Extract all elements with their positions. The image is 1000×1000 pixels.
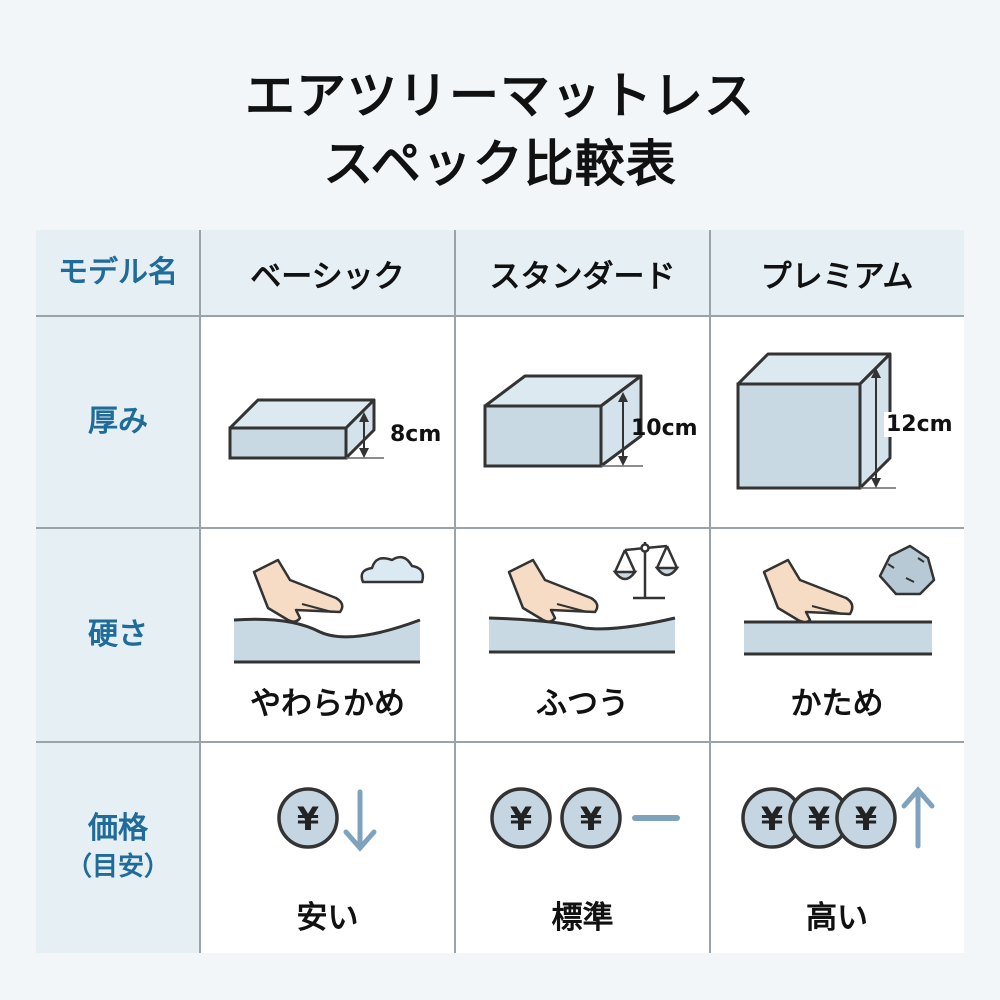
row-label-price: 価格 （目安） bbox=[36, 742, 200, 953]
balance-scale-icon bbox=[612, 542, 680, 600]
grid-divider bbox=[199, 230, 201, 953]
grid-divider bbox=[36, 741, 964, 743]
grid-divider bbox=[709, 230, 711, 953]
hand-icon bbox=[507, 558, 599, 623]
price-cell-premium: ¥ ¥ ¥ 高い bbox=[710, 742, 964, 953]
firmness-cell-standard: ふつう bbox=[455, 528, 710, 742]
svg-text:¥: ¥ bbox=[580, 800, 602, 838]
price-value: 安い bbox=[296, 900, 359, 936]
normal-mattress-illustration bbox=[488, 542, 680, 654]
row-label-thickness: 厚み bbox=[36, 316, 200, 528]
hand-icon bbox=[762, 558, 854, 624]
mattress-block-icon bbox=[228, 398, 384, 460]
soft-mattress-illustration bbox=[233, 555, 425, 664]
rock-icon bbox=[878, 544, 936, 596]
thickness-value: 10cm bbox=[631, 416, 698, 441]
cloud-icon bbox=[360, 555, 425, 584]
page-title: エアツリーマットレス スペック比較表 bbox=[0, 62, 1000, 198]
column-header-label: ベーシック bbox=[250, 258, 405, 295]
thickness-value: 8cm bbox=[390, 422, 442, 447]
yen-coin-icon: ¥ bbox=[277, 787, 339, 849]
row-label-text: 価格 （目安） bbox=[65, 810, 170, 882]
title-line-1: エアツリーマットレス bbox=[245, 67, 755, 125]
svg-text:¥: ¥ bbox=[855, 800, 877, 838]
firm-mattress-illustration bbox=[744, 544, 936, 656]
thickness-value: 12cm bbox=[884, 412, 955, 437]
thickness-cell-premium: 12cm bbox=[710, 316, 964, 528]
model-name-label: モデル名 bbox=[58, 255, 178, 290]
row-label-firmness: 硬さ bbox=[36, 528, 200, 742]
arrow-down-icon bbox=[343, 789, 377, 852]
column-header-standard: スタンダード bbox=[455, 230, 710, 316]
corner-header: モデル名 bbox=[36, 230, 200, 316]
grid-divider bbox=[454, 230, 456, 953]
price-cell-standard: ¥ ¥ 標準 bbox=[455, 742, 710, 953]
column-header-basic: ベーシック bbox=[200, 230, 455, 316]
grid-divider bbox=[36, 315, 964, 317]
svg-text:¥: ¥ bbox=[297, 800, 319, 838]
svg-text:¥: ¥ bbox=[510, 800, 532, 838]
yen-coin-icon: ¥ bbox=[490, 787, 552, 849]
firmness-value: ふつう bbox=[536, 686, 629, 722]
mattress-block-icon bbox=[483, 374, 643, 468]
thickness-cell-basic: 8cm bbox=[200, 316, 455, 528]
price-value: 標準 bbox=[551, 900, 614, 936]
thickness-cell-standard: 10cm bbox=[455, 316, 710, 528]
column-header-label: スタンダード bbox=[489, 258, 676, 295]
row-label-text: 硬さ bbox=[88, 617, 148, 652]
arrow-up-icon bbox=[901, 786, 935, 849]
firmness-value: やわらかめ bbox=[250, 686, 405, 722]
svg-text:¥: ¥ bbox=[761, 800, 783, 838]
price-cell-basic: ¥ 安い bbox=[200, 742, 455, 953]
grid-divider bbox=[36, 527, 964, 529]
title-line-2: スペック比較表 bbox=[323, 135, 677, 193]
yen-coin-icon: ¥ bbox=[835, 787, 897, 849]
yen-coin-icon: ¥ bbox=[560, 787, 622, 849]
row-label-text: 厚み bbox=[88, 404, 148, 439]
yen-coin-icon: ¥ bbox=[741, 787, 803, 849]
mattress-block-icon bbox=[736, 352, 896, 490]
column-header-premium: プレミアム bbox=[710, 230, 964, 316]
firmness-value: かため bbox=[790, 686, 884, 722]
spec-comparison-table: モデル名 ベーシック スタンダード プレミアム 厚み 硬さ 価格 （目安） bbox=[36, 230, 964, 953]
firmness-cell-basic: やわらかめ bbox=[200, 528, 455, 742]
price-value: 高い bbox=[806, 900, 868, 936]
hand-icon bbox=[252, 558, 344, 623]
column-header-label: プレミアム bbox=[760, 258, 914, 295]
firmness-cell-premium: かため bbox=[710, 528, 964, 742]
svg-text:¥: ¥ bbox=[808, 800, 830, 838]
